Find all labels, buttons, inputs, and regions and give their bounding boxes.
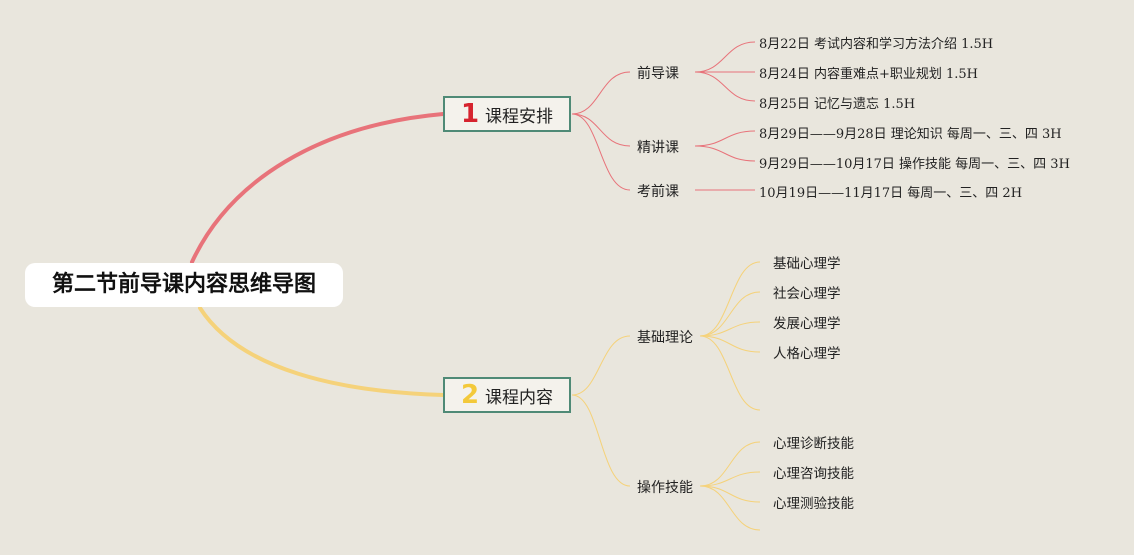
leaf-lecture-1[interactable]: 8月29日——9月28日 理论知识 每周一、三、四 3H [759,127,1062,142]
connector-content-to-theory [571,335,631,396]
leaf-intro-3[interactable]: 8月25日 记忆与遗忘 1.5H [759,97,916,112]
category-label: 课程安排 [485,106,554,127]
leaf-intro-1[interactable]: 8月22日 考试内容和学习方法介绍 1.5H [759,37,994,52]
connector-schedule-to-lecture [571,113,631,147]
connector-skills-leaf-3 [699,485,761,503]
leaf-theory-2[interactable]: 社会心理学 [773,286,841,302]
connector-root-to-content [198,306,445,397]
connector-skills-leaf-1 [699,441,761,487]
leaf-skills-3[interactable]: 心理测验技能 [773,496,854,512]
category-course-content[interactable]: 2 课程内容 [443,377,571,413]
connector-skills-leaf-2 [699,471,761,487]
leaf-exam-1[interactable]: 10月19日——11月17日 每周一、三、四 2H [759,186,1023,201]
connector-intro-leaf-1 [694,41,756,73]
root-topic[interactable]: 第二节前导课内容思维导图 [25,263,343,307]
category-number-badge: 1 [460,99,480,129]
leaf-theory-1[interactable]: 基础心理学 [773,256,841,272]
connector-schedule-to-exam [571,113,631,191]
category-course-schedule[interactable]: 1 课程安排 [443,96,571,132]
leaf-skills-1[interactable]: 心理诊断技能 [773,436,854,452]
connector-theory-leaf-4 [699,335,761,353]
connector-schedule-to-intro [571,71,631,115]
leaf-skills-2[interactable]: 心理咨询技能 [773,466,854,482]
connector-theory-leaf-1 [699,261,761,337]
leaf-lecture-2[interactable]: 9月29日——10月17日 操作技能 每周一、三、四 3H [759,157,1070,172]
branch-basic-theory[interactable]: 基础理论 [637,330,693,346]
connector-intro-leaf-3 [694,71,756,102]
branch-operation-skills[interactable]: 操作技能 [637,480,693,496]
connector-root-to-schedule [190,112,445,264]
connector-theory-leaf-5 [699,335,761,411]
category-label: 课程内容 [485,387,554,408]
leaf-theory-3[interactable]: 发展心理学 [773,316,841,332]
connector-theory-leaf-2 [699,291,761,337]
branch-exam-course[interactable]: 考前课 [637,184,679,200]
connector-skills-leaf-4 [699,485,761,531]
connector-lecture-leaf-2 [694,145,756,162]
branch-lecture-course[interactable]: 精讲课 [637,140,679,156]
connector-theory-leaf-3 [699,321,761,337]
branch-intro-course[interactable]: 前导课 [637,66,679,82]
leaf-intro-2[interactable]: 8月24日 内容重难点+职业规划 1.5H [759,67,978,82]
connector-content-to-skills [571,394,631,487]
connector-lecture-leaf-1 [694,130,756,147]
leaf-theory-4[interactable]: 人格心理学 [773,346,841,362]
category-number-badge: 2 [460,380,480,410]
